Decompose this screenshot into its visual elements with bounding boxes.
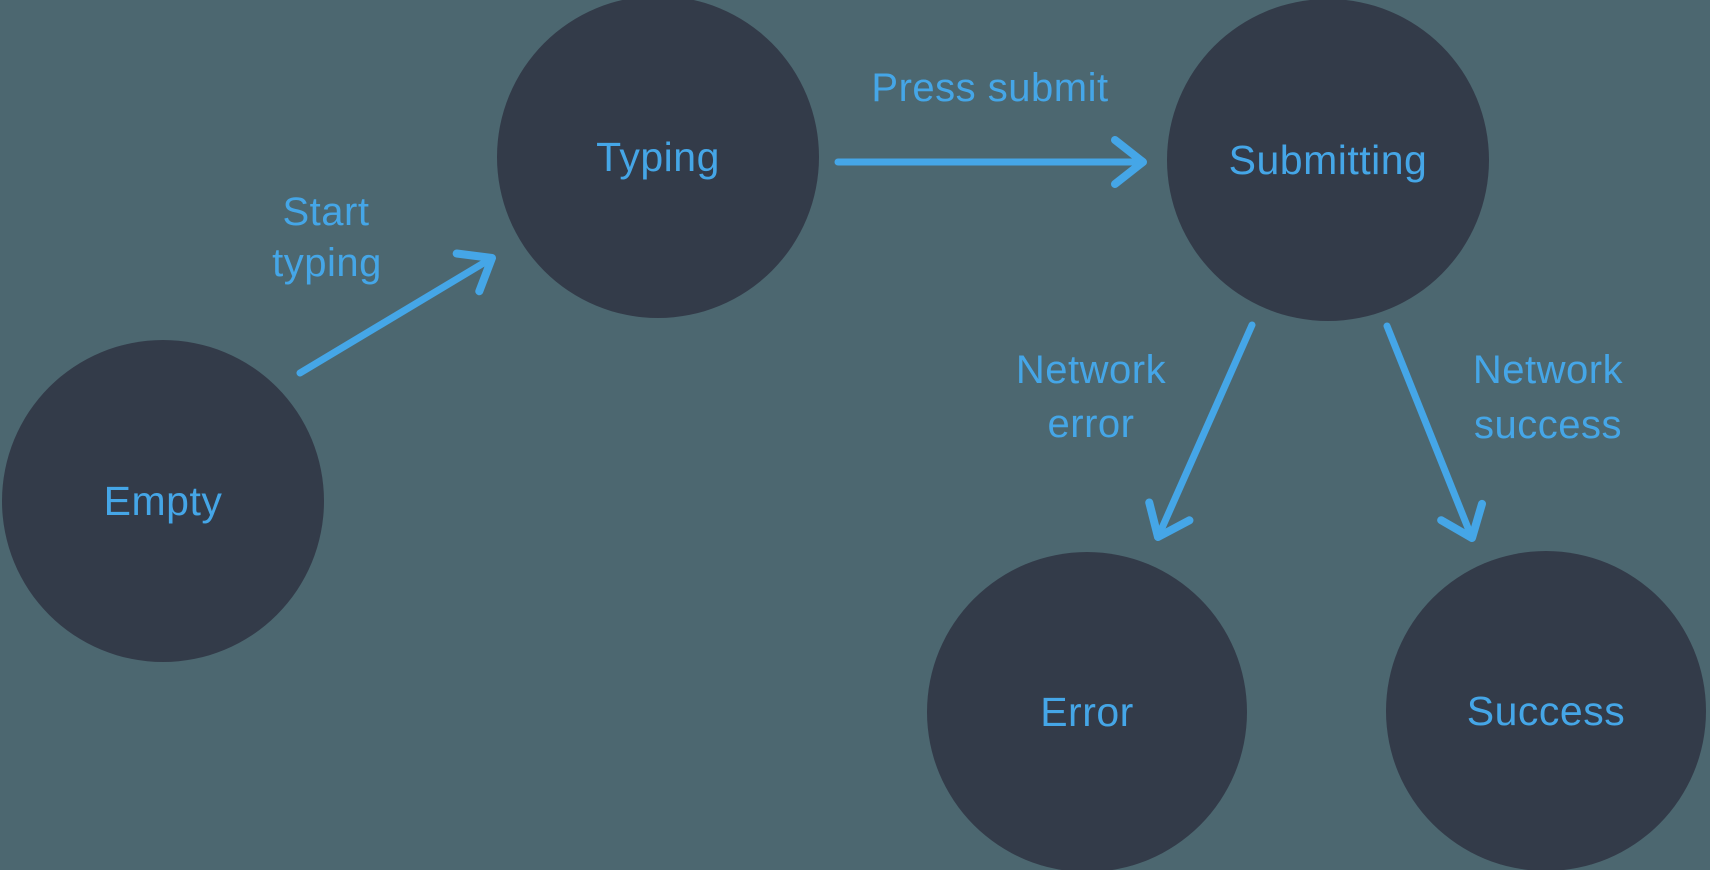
state-node-empty — [2, 340, 324, 662]
state-label-error: Error — [1040, 689, 1134, 735]
state-node-typing — [497, 0, 819, 318]
state-label-submitting: Submitting — [1229, 137, 1428, 183]
transition-label-network-error-line1: Network — [1016, 348, 1167, 392]
state-label-success: Success — [1467, 688, 1625, 734]
transition-label-network-error-line2: error — [1048, 402, 1135, 446]
transition-label-start-typing-line2: typing — [272, 241, 382, 285]
transition-arrow-network-error — [1145, 321, 1256, 541]
state-node-success — [1386, 551, 1706, 870]
state-node-error — [927, 552, 1247, 870]
state-label-typing: Typing — [596, 134, 720, 180]
state-label-empty: Empty — [104, 478, 223, 524]
transition-arrow-start-typing — [296, 249, 496, 377]
transition-label-network-success-line2: success — [1474, 403, 1622, 447]
transition-label-network-success-line1: Network — [1473, 348, 1624, 392]
transition-label-start-typing-line1: Start — [283, 190, 370, 234]
state-node-submitting — [1167, 0, 1489, 321]
transition-arrows — [296, 136, 1486, 542]
transition-arrow-network-success — [1383, 322, 1486, 542]
transition-labels: Start typing Press submit Network error … — [272, 66, 1623, 447]
transition-label-press-submit: Press submit — [871, 66, 1108, 110]
